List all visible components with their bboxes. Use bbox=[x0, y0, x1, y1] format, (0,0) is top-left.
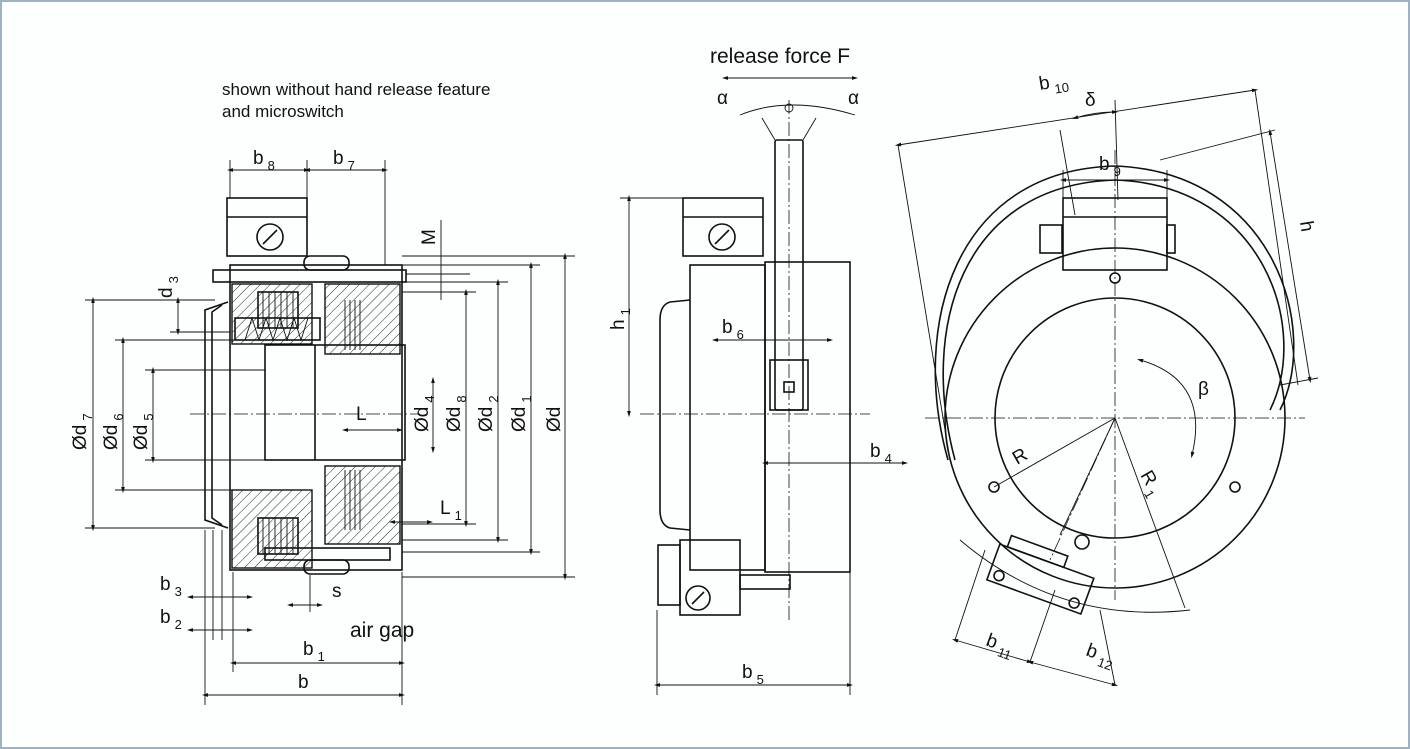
note-release-force: release force F bbox=[710, 45, 850, 68]
svg-text:b5: b5 bbox=[742, 662, 764, 687]
svg-text:Ød: Ød bbox=[544, 407, 565, 432]
svg-text:Ød4: Ød4 bbox=[412, 395, 437, 432]
svg-text:R1: R1 bbox=[1132, 467, 1166, 501]
terminal-box bbox=[226, 197, 308, 257]
dim-d3: d3 bbox=[156, 276, 181, 298]
svg-text:b10: b10 bbox=[1037, 70, 1070, 99]
dim-M: M bbox=[419, 229, 440, 245]
svg-text:Ød6: Ød6 bbox=[101, 413, 126, 450]
svg-text:Ød8: Ød8 bbox=[444, 395, 469, 432]
svg-text:Ød5: Ød5 bbox=[131, 413, 156, 450]
side-view bbox=[620, 76, 909, 695]
svg-text:b3: b3 bbox=[160, 574, 182, 599]
note-air-gap: air gap bbox=[350, 619, 414, 642]
terminal-screw-icon bbox=[708, 223, 736, 251]
svg-text:Ød7: Ød7 bbox=[70, 413, 95, 450]
dim-R1: R1 bbox=[1132, 467, 1166, 501]
dim-d4: Ød4 bbox=[412, 395, 437, 432]
dim-d8: Ød8 bbox=[444, 395, 469, 432]
svg-text:L: L bbox=[356, 404, 367, 425]
svg-text:b1: b1 bbox=[303, 639, 325, 664]
dim-d5: Ød5 bbox=[131, 413, 156, 450]
terminal-screw-icon bbox=[256, 223, 284, 251]
svg-text:h1: h1 bbox=[608, 308, 633, 330]
dim-b11: b11 bbox=[982, 630, 1017, 663]
dim-h: h bbox=[1295, 219, 1317, 233]
dim-b: b bbox=[298, 672, 309, 693]
dim-d2: Ød2 bbox=[476, 395, 501, 432]
svg-text:M: M bbox=[419, 229, 440, 245]
svg-text:b2: b2 bbox=[160, 607, 182, 632]
delta-label: δ bbox=[1085, 90, 1096, 111]
dim-d7: Ød7 bbox=[70, 413, 95, 450]
svg-text:h: h bbox=[1295, 219, 1317, 233]
adjust-screw-icon bbox=[1074, 534, 1090, 550]
microswitch bbox=[985, 534, 1095, 616]
note-without: shown without hand release feature bbox=[222, 80, 490, 99]
dim-h1: h1 bbox=[608, 308, 633, 330]
svg-text:s: s bbox=[332, 581, 342, 602]
beta-label: β bbox=[1198, 379, 1209, 400]
svg-text:b7: b7 bbox=[333, 148, 355, 173]
dim-L: L bbox=[356, 404, 367, 425]
front-view bbox=[894, 88, 1319, 687]
svg-text:R: R bbox=[1009, 444, 1031, 469]
switch-screw-icon bbox=[685, 585, 711, 611]
section-view bbox=[85, 160, 575, 705]
svg-text:d3: d3 bbox=[156, 276, 181, 298]
svg-text:b9: b9 bbox=[1099, 154, 1121, 179]
svg-text:b6: b6 bbox=[722, 317, 744, 342]
svg-text:b11: b11 bbox=[982, 630, 1017, 663]
dim-R: R bbox=[1009, 444, 1031, 469]
svg-text:Ød1: Ød1 bbox=[509, 395, 534, 432]
dim-b12: b12 bbox=[1082, 640, 1118, 673]
svg-text:b12: b12 bbox=[1082, 640, 1118, 673]
svg-text:L1: L1 bbox=[440, 498, 462, 523]
alpha-left: α bbox=[717, 88, 728, 109]
alpha-right: α bbox=[848, 88, 859, 109]
dim-d1: Ød1 bbox=[509, 395, 534, 432]
dim-s: s bbox=[332, 581, 342, 602]
svg-text:Ød2: Ød2 bbox=[476, 395, 501, 432]
dim-d6: Ød6 bbox=[101, 413, 126, 450]
dim-d: Ød bbox=[544, 407, 565, 432]
svg-text:b4: b4 bbox=[870, 441, 892, 466]
svg-text:b: b bbox=[298, 672, 309, 693]
note-without-2: and microswitch bbox=[222, 102, 344, 121]
svg-text:b8: b8 bbox=[253, 148, 275, 173]
